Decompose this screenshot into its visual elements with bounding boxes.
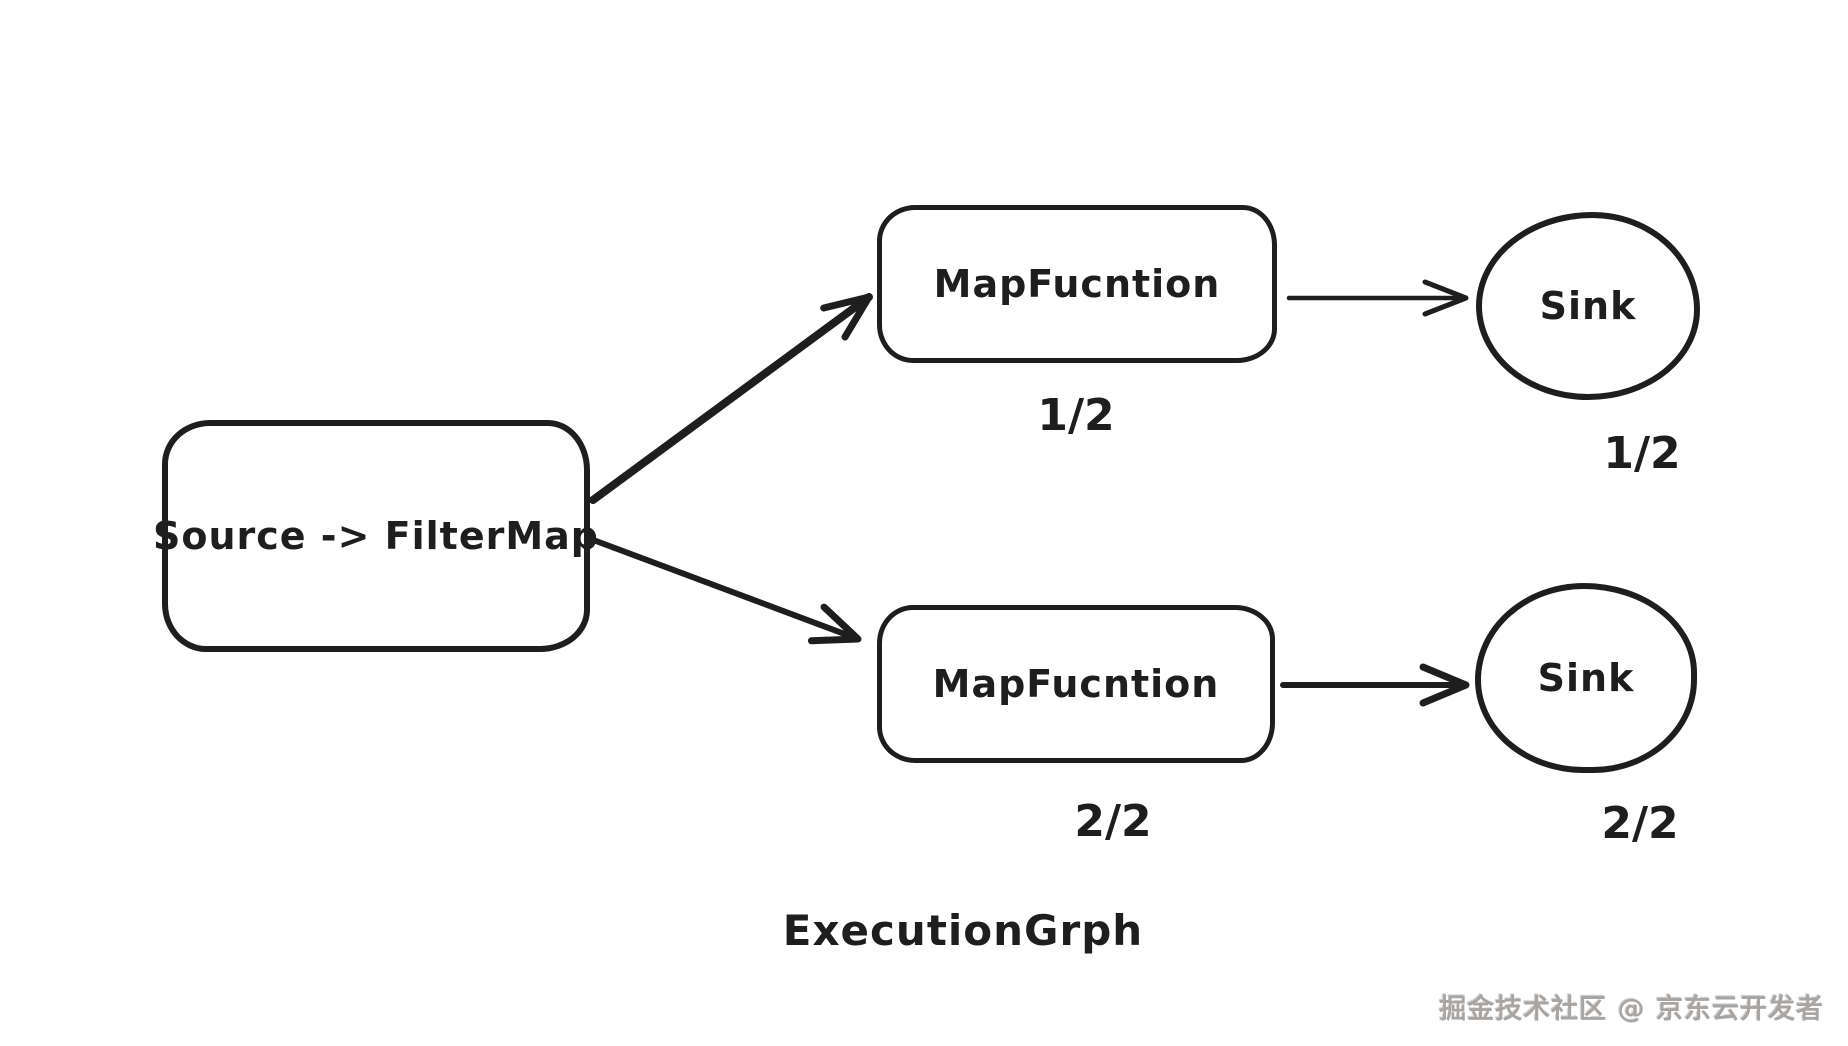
parallelism-label-mapfunction-1: 1/2 — [1037, 390, 1115, 441]
node-sink-1: Sink — [1476, 212, 1700, 400]
node-mapfunction-2-label: MapFucntion — [932, 662, 1220, 706]
parallelism-label-sink-1: 1/2 — [1603, 428, 1681, 479]
edge-source-to-map-top — [589, 293, 873, 504]
node-mapfunction-2: MapFucntion — [877, 605, 1275, 763]
node-sink-2: Sink — [1475, 583, 1697, 773]
node-mapfunction-1-label: MapFucntion — [933, 262, 1221, 306]
edge-source-to-map-bottom — [593, 538, 862, 645]
node-sink-2-label: Sink — [1537, 656, 1635, 700]
diagram-caption: ExecutionGrph — [782, 906, 1144, 955]
node-mapfunction-1: MapFucntion — [877, 205, 1277, 363]
node-source-filtermap: Source -> FilterMap — [153, 420, 598, 652]
node-source-filtermap-label: Source -> FilterMap — [153, 514, 599, 558]
parallelism-label-sink-2: 2/2 — [1601, 798, 1679, 849]
watermark-text: 掘金技术社区 @ 京东云开发者 — [1439, 994, 1824, 1025]
node-sink-1-label: Sink — [1539, 284, 1637, 328]
parallelism-label-mapfunction-2: 2/2 — [1074, 796, 1152, 847]
